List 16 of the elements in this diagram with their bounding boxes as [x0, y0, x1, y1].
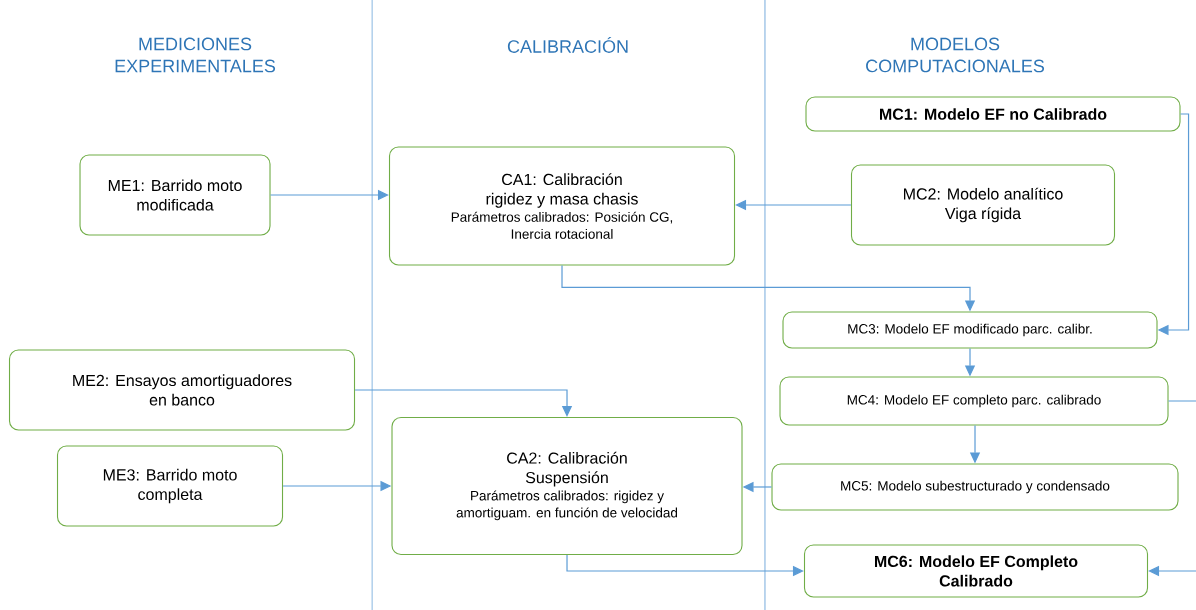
process-box: ME3: Barrido moto completa [56, 445, 284, 527]
process-box: ME2: Ensayos amortiguadores en banco [8, 349, 356, 431]
process-box: MC5: Modelo subestructurado y condensado [771, 463, 1179, 511]
process-box: ME1: Barrido moto modificada [79, 154, 271, 236]
arrow [1148, 400, 1196, 577]
process-box: CA1: Calibración rigidez y masa chasis Parámetros calibrados: Posición CG, Inercia rotacional [388, 146, 736, 266]
process-box: MC4: Modelo EF completo parc. calibrado [779, 376, 1169, 426]
process-box: MC3: Modelo EF modificado parc. calibr. [782, 311, 1158, 349]
arrow [354, 389, 573, 417]
column-heading: CALIBRACIÓN [507, 37, 628, 53]
process-box: MC2: Modelo analítico Viga rígida [850, 164, 1116, 246]
process-box: MC1: Modelo EF no Calibrado [805, 96, 1181, 132]
column-heading: MEDICIONES EXPERIMENTALES [115, 37, 276, 73]
process-box: MC6: Modelo EF Completo Calibrado [803, 544, 1149, 598]
process-box: CA2: Calibración Suspensión Parámetros calibrados: rigidez y amortiguam. en función de velocidad [391, 416, 743, 556]
column-heading: MODELOS COMPUTACIONALES [866, 37, 1045, 73]
